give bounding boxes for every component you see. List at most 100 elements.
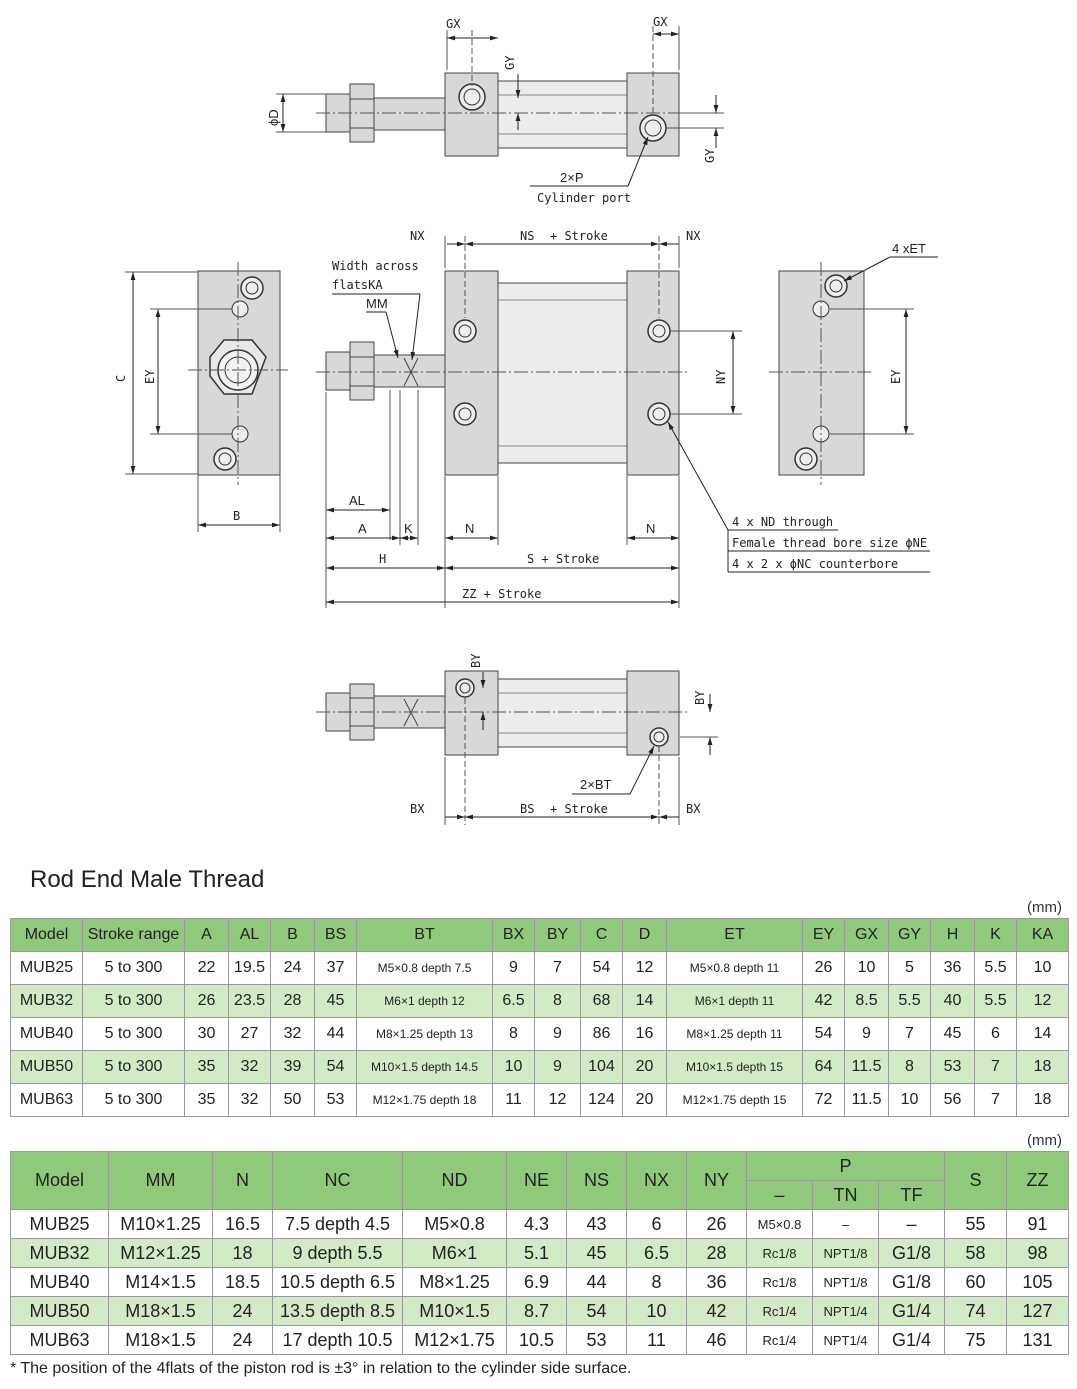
t1-header-cell: BT <box>356 918 493 952</box>
table-cell: 10 <box>1016 951 1069 985</box>
table-cell: MUB25 <box>10 951 83 985</box>
table-cell: M10×1.5 <box>402 1296 507 1326</box>
table-cell: M12×1.75 depth 18 <box>356 1083 493 1117</box>
b-label: B <box>233 509 240 523</box>
t1-header-cell: Stroke range <box>82 918 185 952</box>
table-cell: MUB50 <box>10 1050 83 1084</box>
table-cell: 42 <box>686 1296 747 1326</box>
table-cell: NPT1/4 <box>812 1325 879 1355</box>
table-cell: 9 <box>492 951 535 985</box>
table-cell: M14×1.5 <box>108 1267 213 1297</box>
bx-right-label: BX <box>686 802 701 816</box>
table-cell: M18×1.5 <box>108 1325 213 1355</box>
table-cell: 18 <box>1016 1050 1069 1084</box>
table-cell: 10 <box>844 951 889 985</box>
table-cell: 30 <box>184 1017 229 1051</box>
al-label: AL <box>349 493 365 508</box>
t1-header-cell: BY <box>534 918 581 952</box>
table-cell: 12 <box>622 951 667 985</box>
t2-header-ny: NY <box>686 1151 747 1210</box>
table-cell: 40 <box>930 984 975 1018</box>
table-cell: MUB32 <box>10 984 83 1018</box>
table2-header-row: Model MM N NC ND NE NS NX NY P S ZZ <box>10 1151 1070 1210</box>
h-label: H <box>379 552 386 566</box>
table-cell: 28 <box>270 984 315 1018</box>
unit-label-2: (mm) <box>1027 1132 1062 1149</box>
section-title: Rod End Male Thread <box>30 866 265 893</box>
table-cell: 42 <box>802 984 845 1018</box>
t1-header-cell: ET <box>666 918 803 952</box>
table-cell: 23.5 <box>228 984 271 1018</box>
table-cell: M5×0.8 depth 7.5 <box>356 951 493 985</box>
table-cell: 5 to 300 <box>82 1083 185 1117</box>
width-across-label: Width across <box>332 259 419 273</box>
table-cell: 26 <box>802 951 845 985</box>
table-cell: 14 <box>1016 1017 1069 1051</box>
table-cell: 7 <box>974 1083 1017 1117</box>
table-cell: 18 <box>212 1238 273 1268</box>
table-cell: M10×1.5 depth 15 <box>666 1050 803 1084</box>
bt-label: 2×BT <box>580 777 611 792</box>
table-cell: M12×1.75 <box>402 1325 507 1355</box>
table-cell: 91 <box>1006 1209 1070 1239</box>
table-cell: 32 <box>270 1017 315 1051</box>
table-cell: 53 <box>314 1083 357 1117</box>
table-cell: 10.5 <box>506 1325 567 1355</box>
table-cell: 45 <box>566 1238 627 1268</box>
table-cell: 20 <box>622 1083 667 1117</box>
t2-header-s: S <box>944 1151 1008 1210</box>
table-cell: 12 <box>534 1083 581 1117</box>
nc-label: 4 x 2 x ϕNC counterbore <box>732 557 898 571</box>
table-cell: G1/4 <box>877 1325 946 1355</box>
t2-header-mm: MM <box>108 1151 213 1210</box>
table-cell: 7.5 depth 4.5 <box>272 1209 403 1239</box>
table-cell: 98 <box>1006 1238 1070 1268</box>
table-cell: M8×1.25 depth 11 <box>666 1017 803 1051</box>
mm-label: MM <box>366 296 388 311</box>
table-cell: Rc1/8 <box>746 1238 813 1268</box>
table-cell: 8 <box>492 1017 535 1051</box>
table-cell: M10×1.25 <box>108 1209 213 1239</box>
table-cell: 86 <box>580 1017 623 1051</box>
et-label: 4 xET <box>892 241 926 256</box>
table-cell: 64 <box>802 1050 845 1084</box>
table-cell: MUB40 <box>10 1017 83 1051</box>
zz-label: ZZ + Stroke <box>462 587 541 601</box>
table-cell: NPT1/4 <box>812 1296 879 1326</box>
table-cell: 46 <box>686 1325 747 1355</box>
table-cell: 6.5 <box>626 1238 687 1268</box>
table-cell: 20 <box>622 1050 667 1084</box>
table-cell: 27 <box>228 1017 271 1051</box>
table-cell: 124 <box>580 1083 623 1117</box>
t2-header-zz: ZZ <box>1006 1151 1070 1210</box>
table-cell: 7 <box>888 1017 931 1051</box>
bs-label: BS <box>520 802 534 816</box>
t2-header-nx: NX <box>626 1151 687 1210</box>
s-label: S + Stroke <box>527 552 599 566</box>
table-cell: 19.5 <box>228 951 271 985</box>
table-cell: 18 <box>1016 1083 1069 1117</box>
bottom-view: BY BY 2×BT BX BS + Stroke BX <box>316 653 718 825</box>
table-cell: MUB50 <box>10 1296 109 1326</box>
table-cell: 32 <box>228 1083 271 1117</box>
table-cell: 53 <box>930 1050 975 1084</box>
ns-label: NS <box>520 229 534 243</box>
t1-header-cell: AL <box>228 918 271 952</box>
table-cell: – <box>812 1209 879 1239</box>
table-cell: 11.5 <box>844 1050 889 1084</box>
t2-subheader-tn: TN <box>812 1180 879 1210</box>
table-cell: 28 <box>686 1238 747 1268</box>
ey-left-label: EY <box>143 369 157 384</box>
gx-right-label: GX <box>653 15 668 29</box>
table-cell: 6.5 <box>492 984 535 1018</box>
table-cell: 16 <box>622 1017 667 1051</box>
table-cell: 5 to 300 <box>82 951 185 985</box>
table-cell: 22 <box>184 951 229 985</box>
ns-stroke-label: + Stroke <box>550 229 608 243</box>
table-cell: 35 <box>184 1083 229 1117</box>
